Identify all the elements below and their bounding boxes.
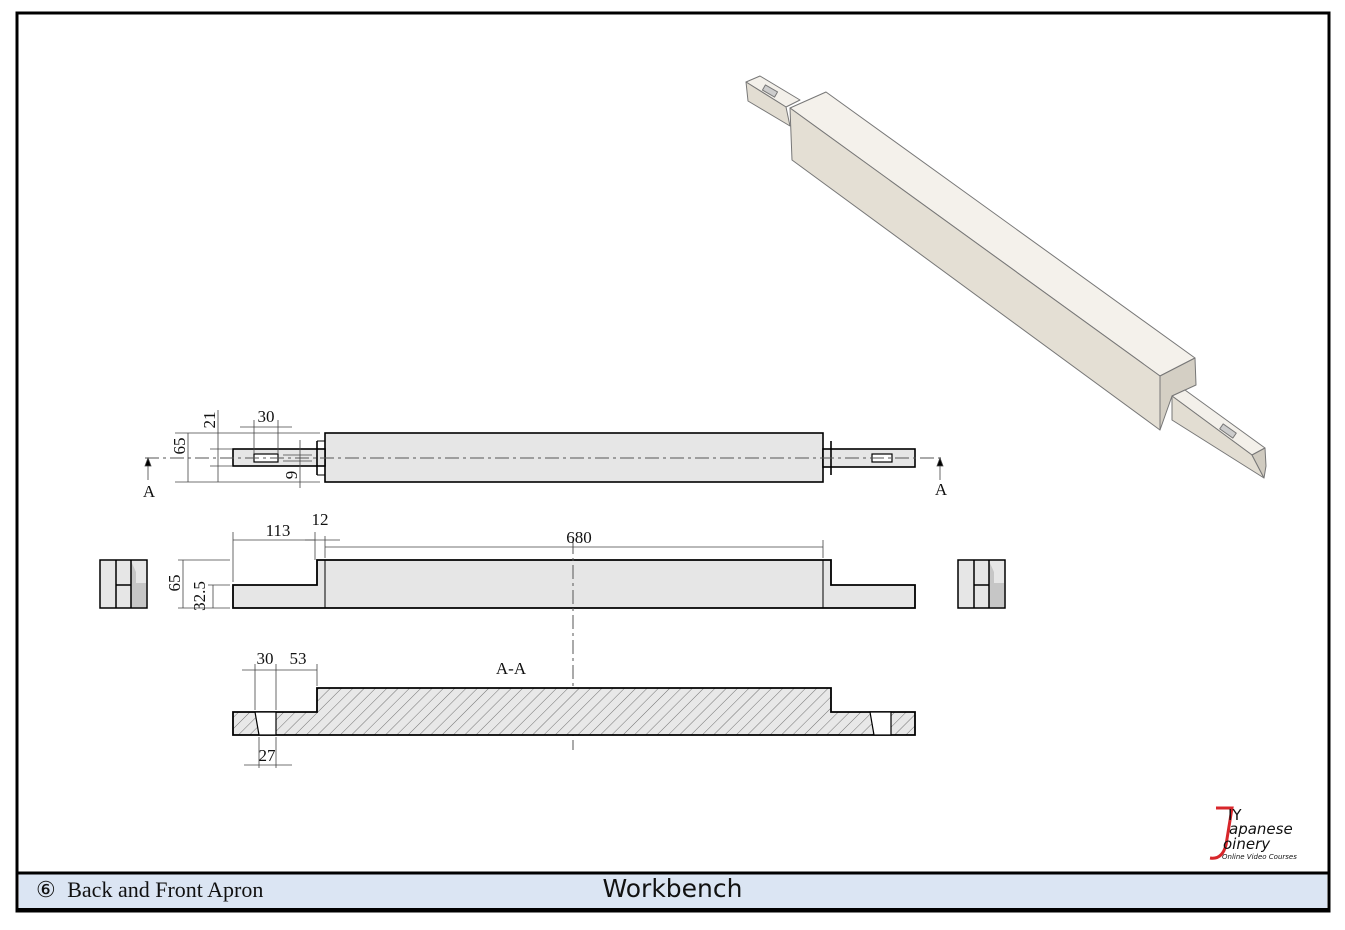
dim-hole-top: 30 — [257, 649, 274, 668]
dim-top-width: 65 — [170, 438, 189, 455]
isometric-render — [745, 75, 1267, 479]
sheet-title-text: Back and Front Apron — [67, 877, 264, 902]
sheet-title: ⑥ Back and Front Apron — [36, 877, 263, 903]
front-view — [178, 532, 916, 750]
dim-height: 65 — [165, 575, 184, 592]
dim-shoulder: 12 — [312, 510, 329, 529]
sheet-number: ⑥ — [36, 877, 56, 902]
section-marker-right: A — [935, 480, 948, 499]
title-block-band — [19, 873, 1327, 909]
mortise-hole-right — [869, 711, 892, 736]
dim-mortise-length: 30 — [258, 407, 275, 426]
svg-text:apanese: apanese — [1229, 820, 1293, 838]
end-view-left — [99, 559, 148, 609]
section-label: A-A — [496, 659, 527, 678]
svg-text:Online Video Courses: Online Video Courses — [1222, 853, 1297, 861]
dim-mortise-width: 9 — [282, 471, 301, 480]
dim-top-offset: 21 — [200, 412, 219, 429]
end-view-right — [957, 559, 1006, 609]
svg-text:oinery: oinery — [1223, 835, 1271, 853]
dim-body-length: 680 — [566, 528, 592, 547]
company-logo: IY apanese oinery Online Video Courses — [1209, 806, 1297, 861]
mortise-hole-left — [254, 711, 277, 736]
dim-tenon-length: 113 — [266, 521, 291, 540]
section-marker-left: A — [143, 482, 156, 501]
dim-hole-offset: 53 — [290, 649, 307, 668]
section-view — [232, 664, 916, 768]
svg-text:IY: IY — [1228, 806, 1242, 824]
top-view — [144, 410, 944, 488]
dim-tenon-height: 32.5 — [190, 581, 209, 611]
dim-hole-bottom: 27 — [259, 746, 277, 765]
